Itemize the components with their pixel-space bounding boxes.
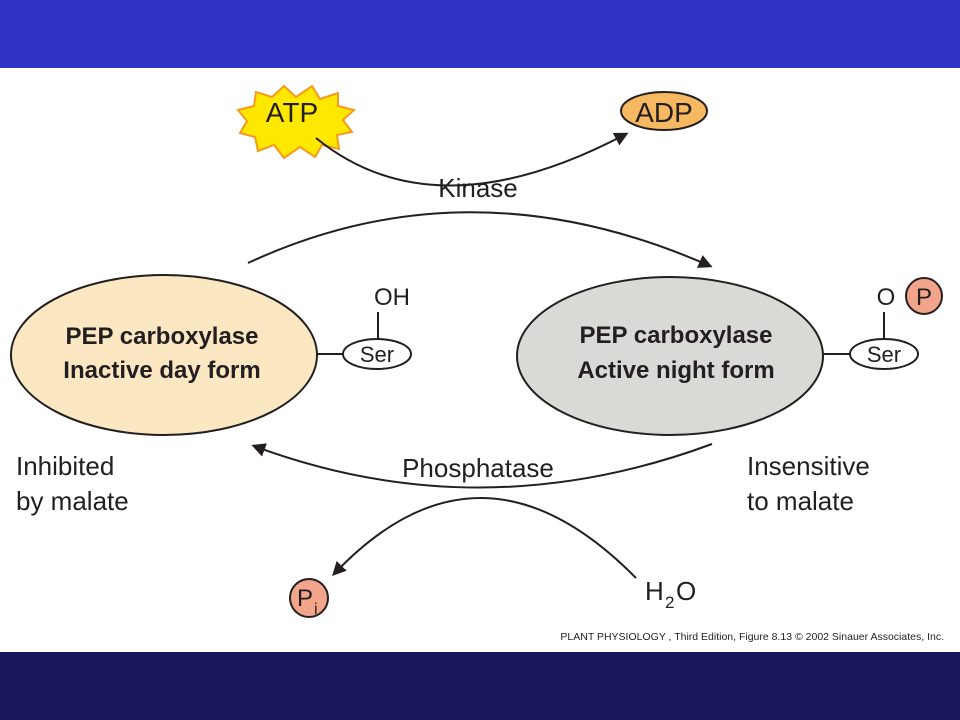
insensitive-line2: to malate [747,486,854,516]
water-o: O [676,576,696,606]
right-ser-label: Ser [867,342,901,367]
phosphate-circle [905,277,943,315]
header-band [0,0,960,68]
water-sub: 2 [665,593,674,612]
left-ser-label: Ser [360,342,394,367]
water-h: H [645,576,664,606]
adp-node: ADP [620,91,708,131]
o-label: O [877,284,896,311]
water-to-pi-arrow [332,497,637,579]
inhibited-line2: by malate [16,486,129,516]
atp-label: ATP [266,97,318,128]
active-form-line1: PEP carboxylase [579,322,772,349]
footer-band [0,652,960,720]
inorganic-phosphate-node: Pi [289,578,329,618]
phosphatase-label: Phosphatase [402,453,554,483]
pi-label: Pi [297,585,318,618]
water-label: H2O [645,576,696,612]
inactive-form-ellipse [10,274,318,436]
active-form-node: PEP carboxylase Active night form [516,276,824,436]
kinase-label: Kinase [438,173,518,203]
atp-to-adp-arrow [315,132,629,187]
pi-main: P [297,585,313,612]
atp-burst: ATP [236,84,357,160]
inhibited-line1: Inhibited [16,451,114,481]
pi-sub: i [314,601,318,618]
kinase-arrow [247,211,713,268]
active-form-line2: Active night form [577,357,774,384]
adp-label: ADP [635,97,693,128]
phosphate-label: P [916,284,932,311]
oh-label: OH [374,284,410,311]
phosphatase-arrow [251,443,713,489]
insensitive-line1: Insensitive [747,451,870,481]
inactive-form-line2: Inactive day form [63,357,260,384]
inactive-form-line1: PEP carboxylase [65,323,258,350]
pi-circle [289,578,329,618]
adp-oval [620,91,708,131]
atp-starburst-shape [236,84,357,160]
figure-caption: PLANT PHYSIOLOGY , Third Edition, Figure… [560,631,944,643]
active-form-ellipse [516,276,824,436]
inactive-form-node: PEP carboxylase Inactive day form [10,274,318,436]
